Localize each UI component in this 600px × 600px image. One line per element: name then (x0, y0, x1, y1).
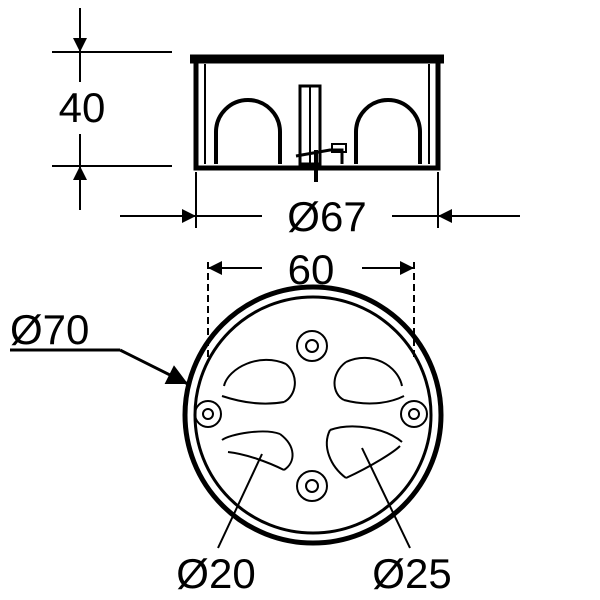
flange-inner (193, 295, 433, 535)
side-knockout-left (214, 98, 282, 164)
flange-diameter-label: Ø70 (10, 306, 89, 353)
screw-clip-tab (331, 143, 347, 153)
screw-clip (295, 148, 344, 164)
knockout-bottom-right (325, 425, 403, 479)
side-knockout-right (354, 98, 422, 164)
knockout-bottom-left (221, 430, 294, 471)
knockout-top-right (333, 356, 405, 405)
height-label: 40 (59, 84, 106, 131)
flange-outer (182, 284, 444, 546)
dia67-label: Ø67 (287, 193, 366, 240)
knockout-top-left (221, 358, 296, 405)
side-view: 40 Ø67 (52, 8, 520, 240)
screw-boss-right (400, 400, 428, 428)
flange-diameter-leader (119, 348, 189, 386)
knockout-large-leader (361, 447, 411, 549)
knockout-large-label: Ø25 (372, 550, 451, 597)
screw-boss-left (194, 400, 222, 428)
screw-boss-top (296, 330, 328, 362)
top-view: 60 (10, 246, 452, 597)
knockout-small-leader (217, 453, 263, 549)
screw-boss-bottom (296, 470, 328, 502)
knockout-small-label: Ø20 (176, 550, 255, 597)
